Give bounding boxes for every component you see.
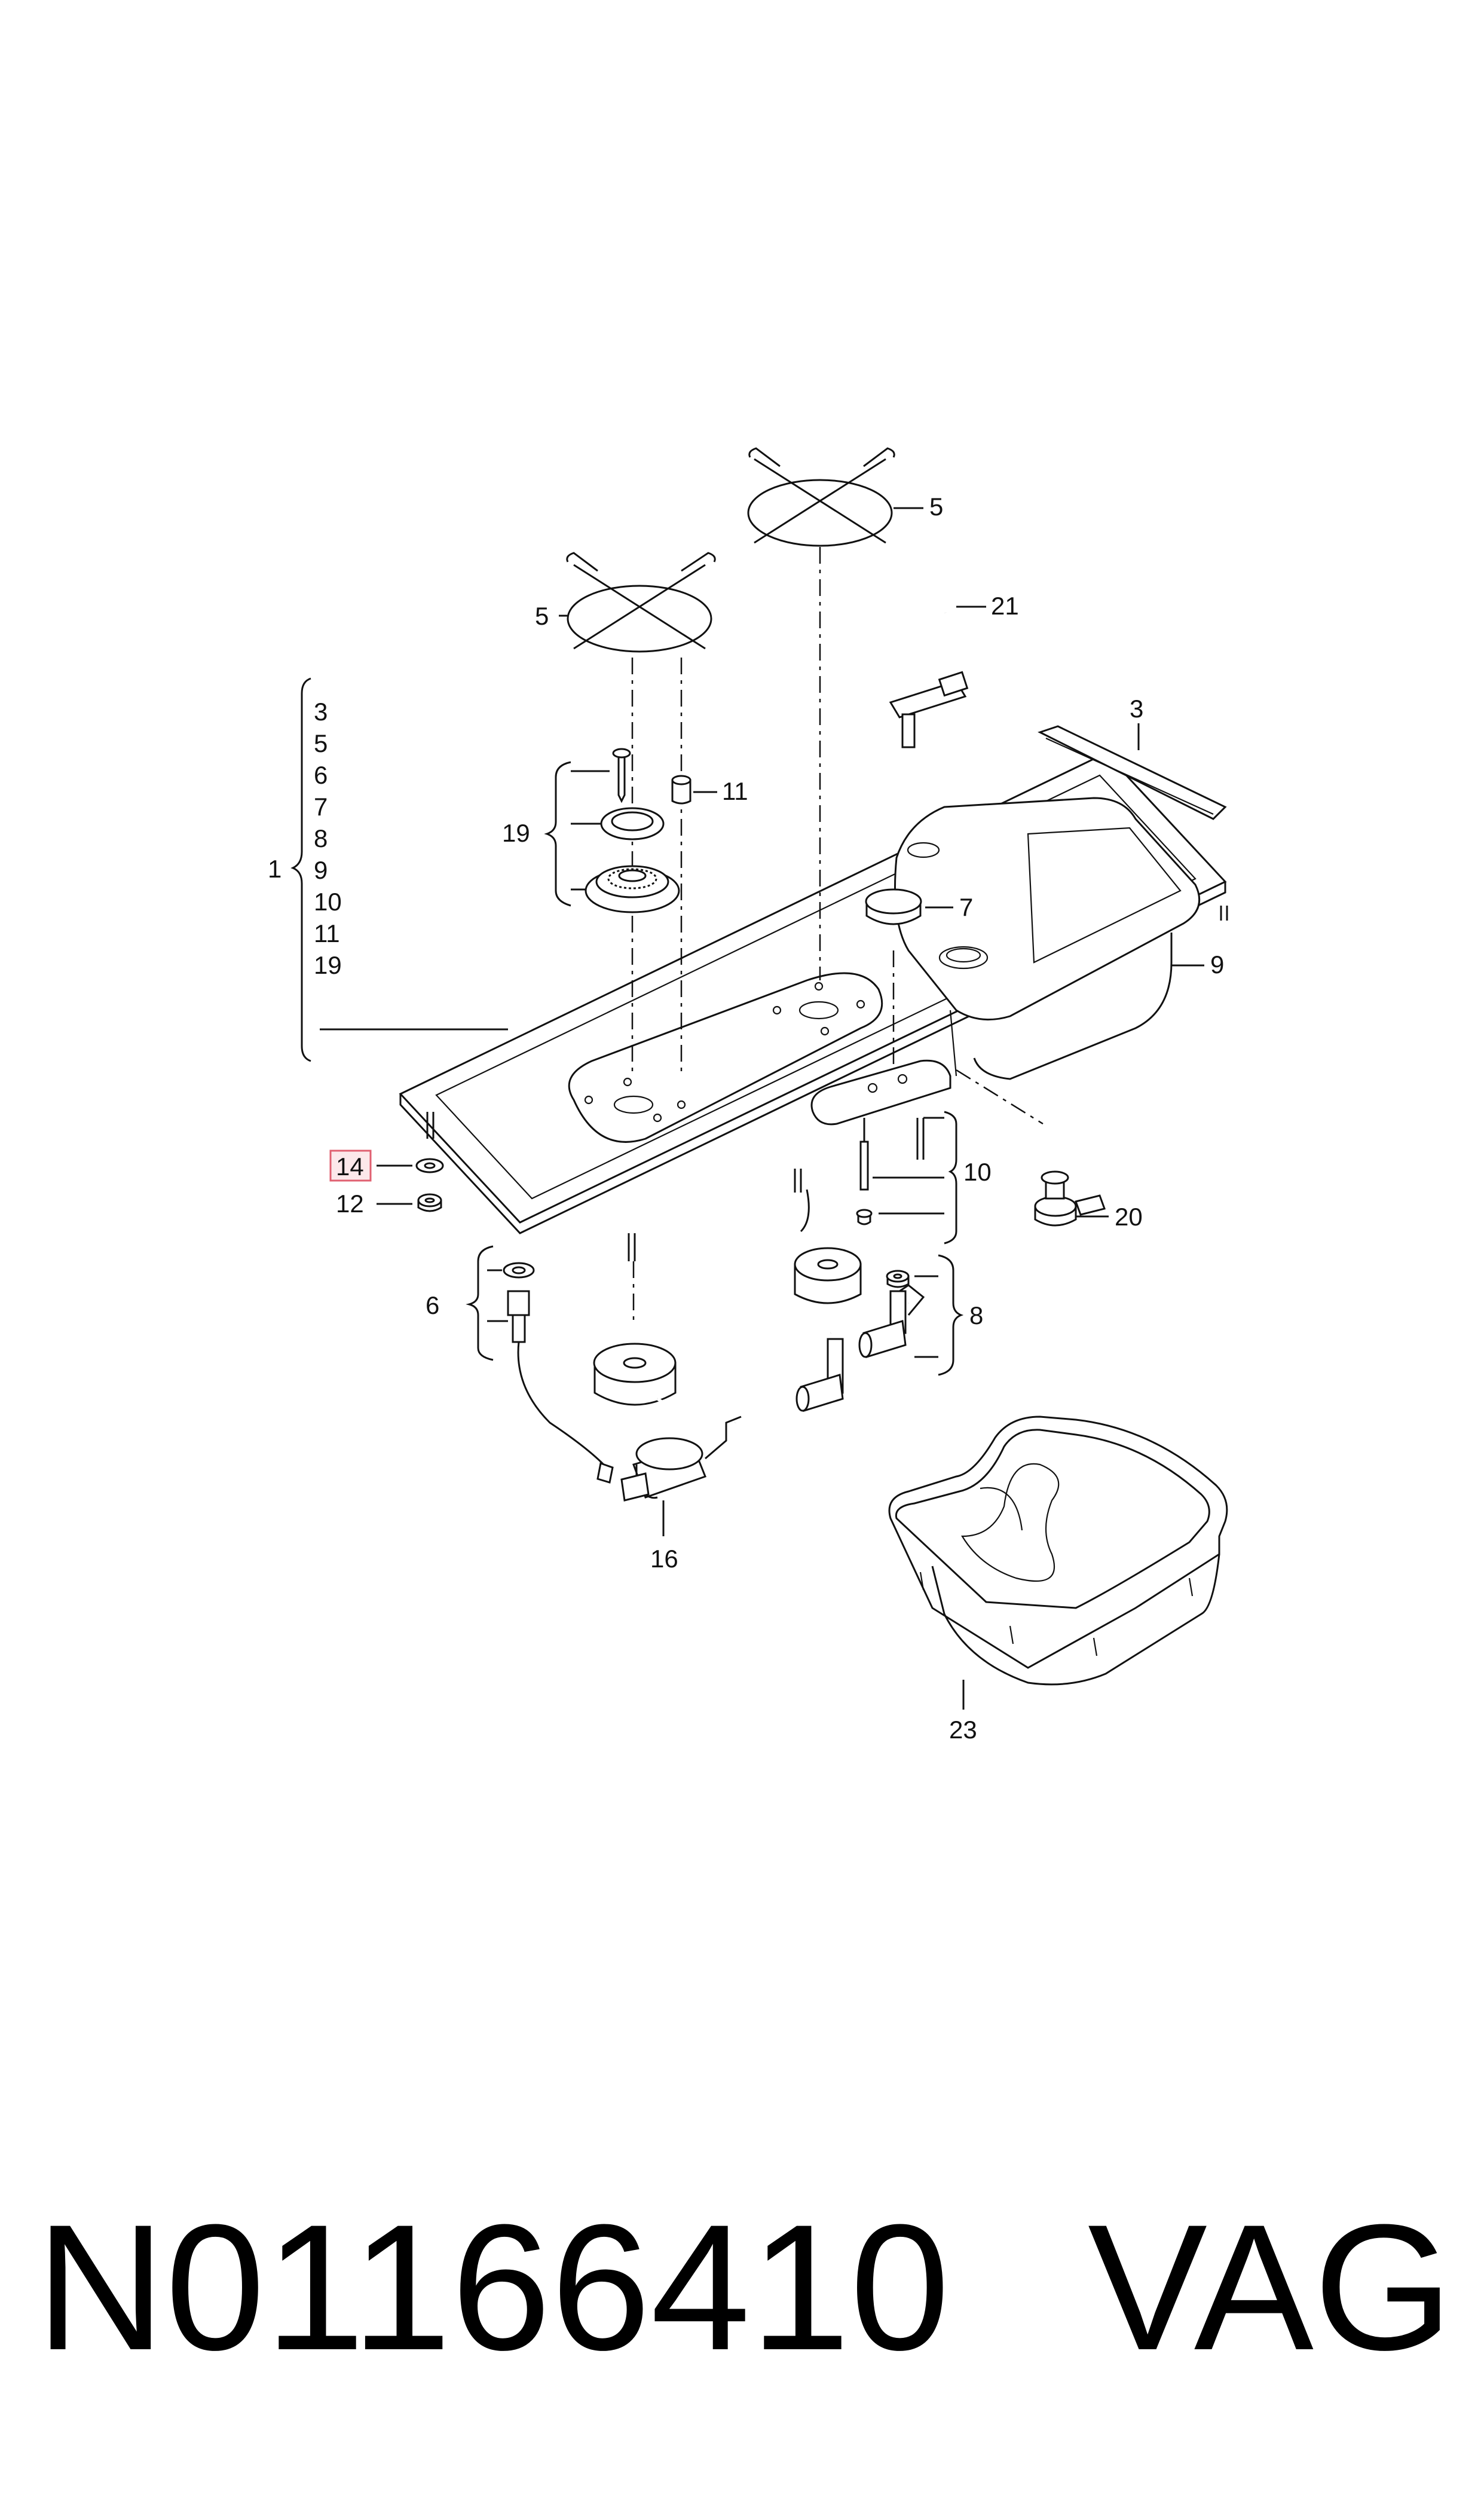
seal-strip: 3 [1038, 695, 1227, 820]
callout-11: 11 [722, 777, 748, 805]
callout-10: 10 [963, 1158, 992, 1186]
pan-support-left: 5 [535, 552, 716, 653]
callout-8: 8 [969, 1301, 983, 1329]
callout-9: 9 [1210, 950, 1224, 979]
group-item: 11 [314, 919, 340, 947]
callout-16: 16 [650, 1545, 678, 1573]
callout-23: 23 [949, 1716, 977, 1744]
callout-21: 21 [991, 592, 1019, 620]
group-item: 7 [314, 793, 328, 821]
group-item: 9 [314, 856, 328, 884]
gas-valves: 8 [795, 1254, 983, 1412]
callout-5-left: 5 [535, 602, 549, 630]
hob-sink-plate [399, 752, 1228, 1261]
part-number: N01166410 [36, 2187, 950, 2387]
callout-3: 3 [1130, 695, 1143, 723]
ignition-module: 16 [620, 1416, 742, 1573]
faucet: 21 [889, 574, 1019, 748]
sink-basin-callout: 9 [1171, 950, 1224, 979]
callout-5-right: 5 [929, 493, 943, 521]
group-item: 10 [314, 888, 342, 916]
group-item: 19 [314, 951, 342, 979]
highlight-box [329, 1150, 372, 1182]
brand-name: VAG [1088, 2187, 1453, 2387]
group-item: 6 [314, 761, 328, 789]
callout-14: 14 [336, 1152, 364, 1181]
washer-and-nut: 14 12 [329, 1150, 444, 1218]
assembly-group-bracket: 1 3 5 6 7 8 9 10 11 19 [268, 677, 508, 1062]
callout-19: 19 [502, 819, 530, 847]
callout-20: 20 [1115, 1203, 1143, 1231]
group-item: 3 [314, 698, 328, 726]
burner-assembly: 19 [502, 748, 680, 913]
drain-cap: 7 [865, 888, 973, 925]
gas-pipes [656, 1284, 925, 1424]
group-item: 8 [314, 824, 328, 852]
callout-1: 1 [268, 855, 281, 883]
callout-7: 7 [959, 893, 973, 921]
knob-cap: 11 [671, 775, 748, 805]
igniter: 6 [426, 1245, 614, 1484]
group-item: 5 [314, 729, 328, 757]
callout-6: 6 [426, 1291, 439, 1319]
washing-bowl: 23 [888, 1416, 1228, 1744]
pan-support-right: 5 [747, 447, 943, 547]
gas-burner-bases [593, 1247, 862, 1406]
callout-12: 12 [336, 1190, 364, 1218]
group-list: 3 5 6 7 8 9 10 11 19 [314, 698, 342, 979]
drain-fitting: 20 [1034, 1170, 1143, 1231]
thermocouple-set: 10 [794, 1111, 992, 1245]
